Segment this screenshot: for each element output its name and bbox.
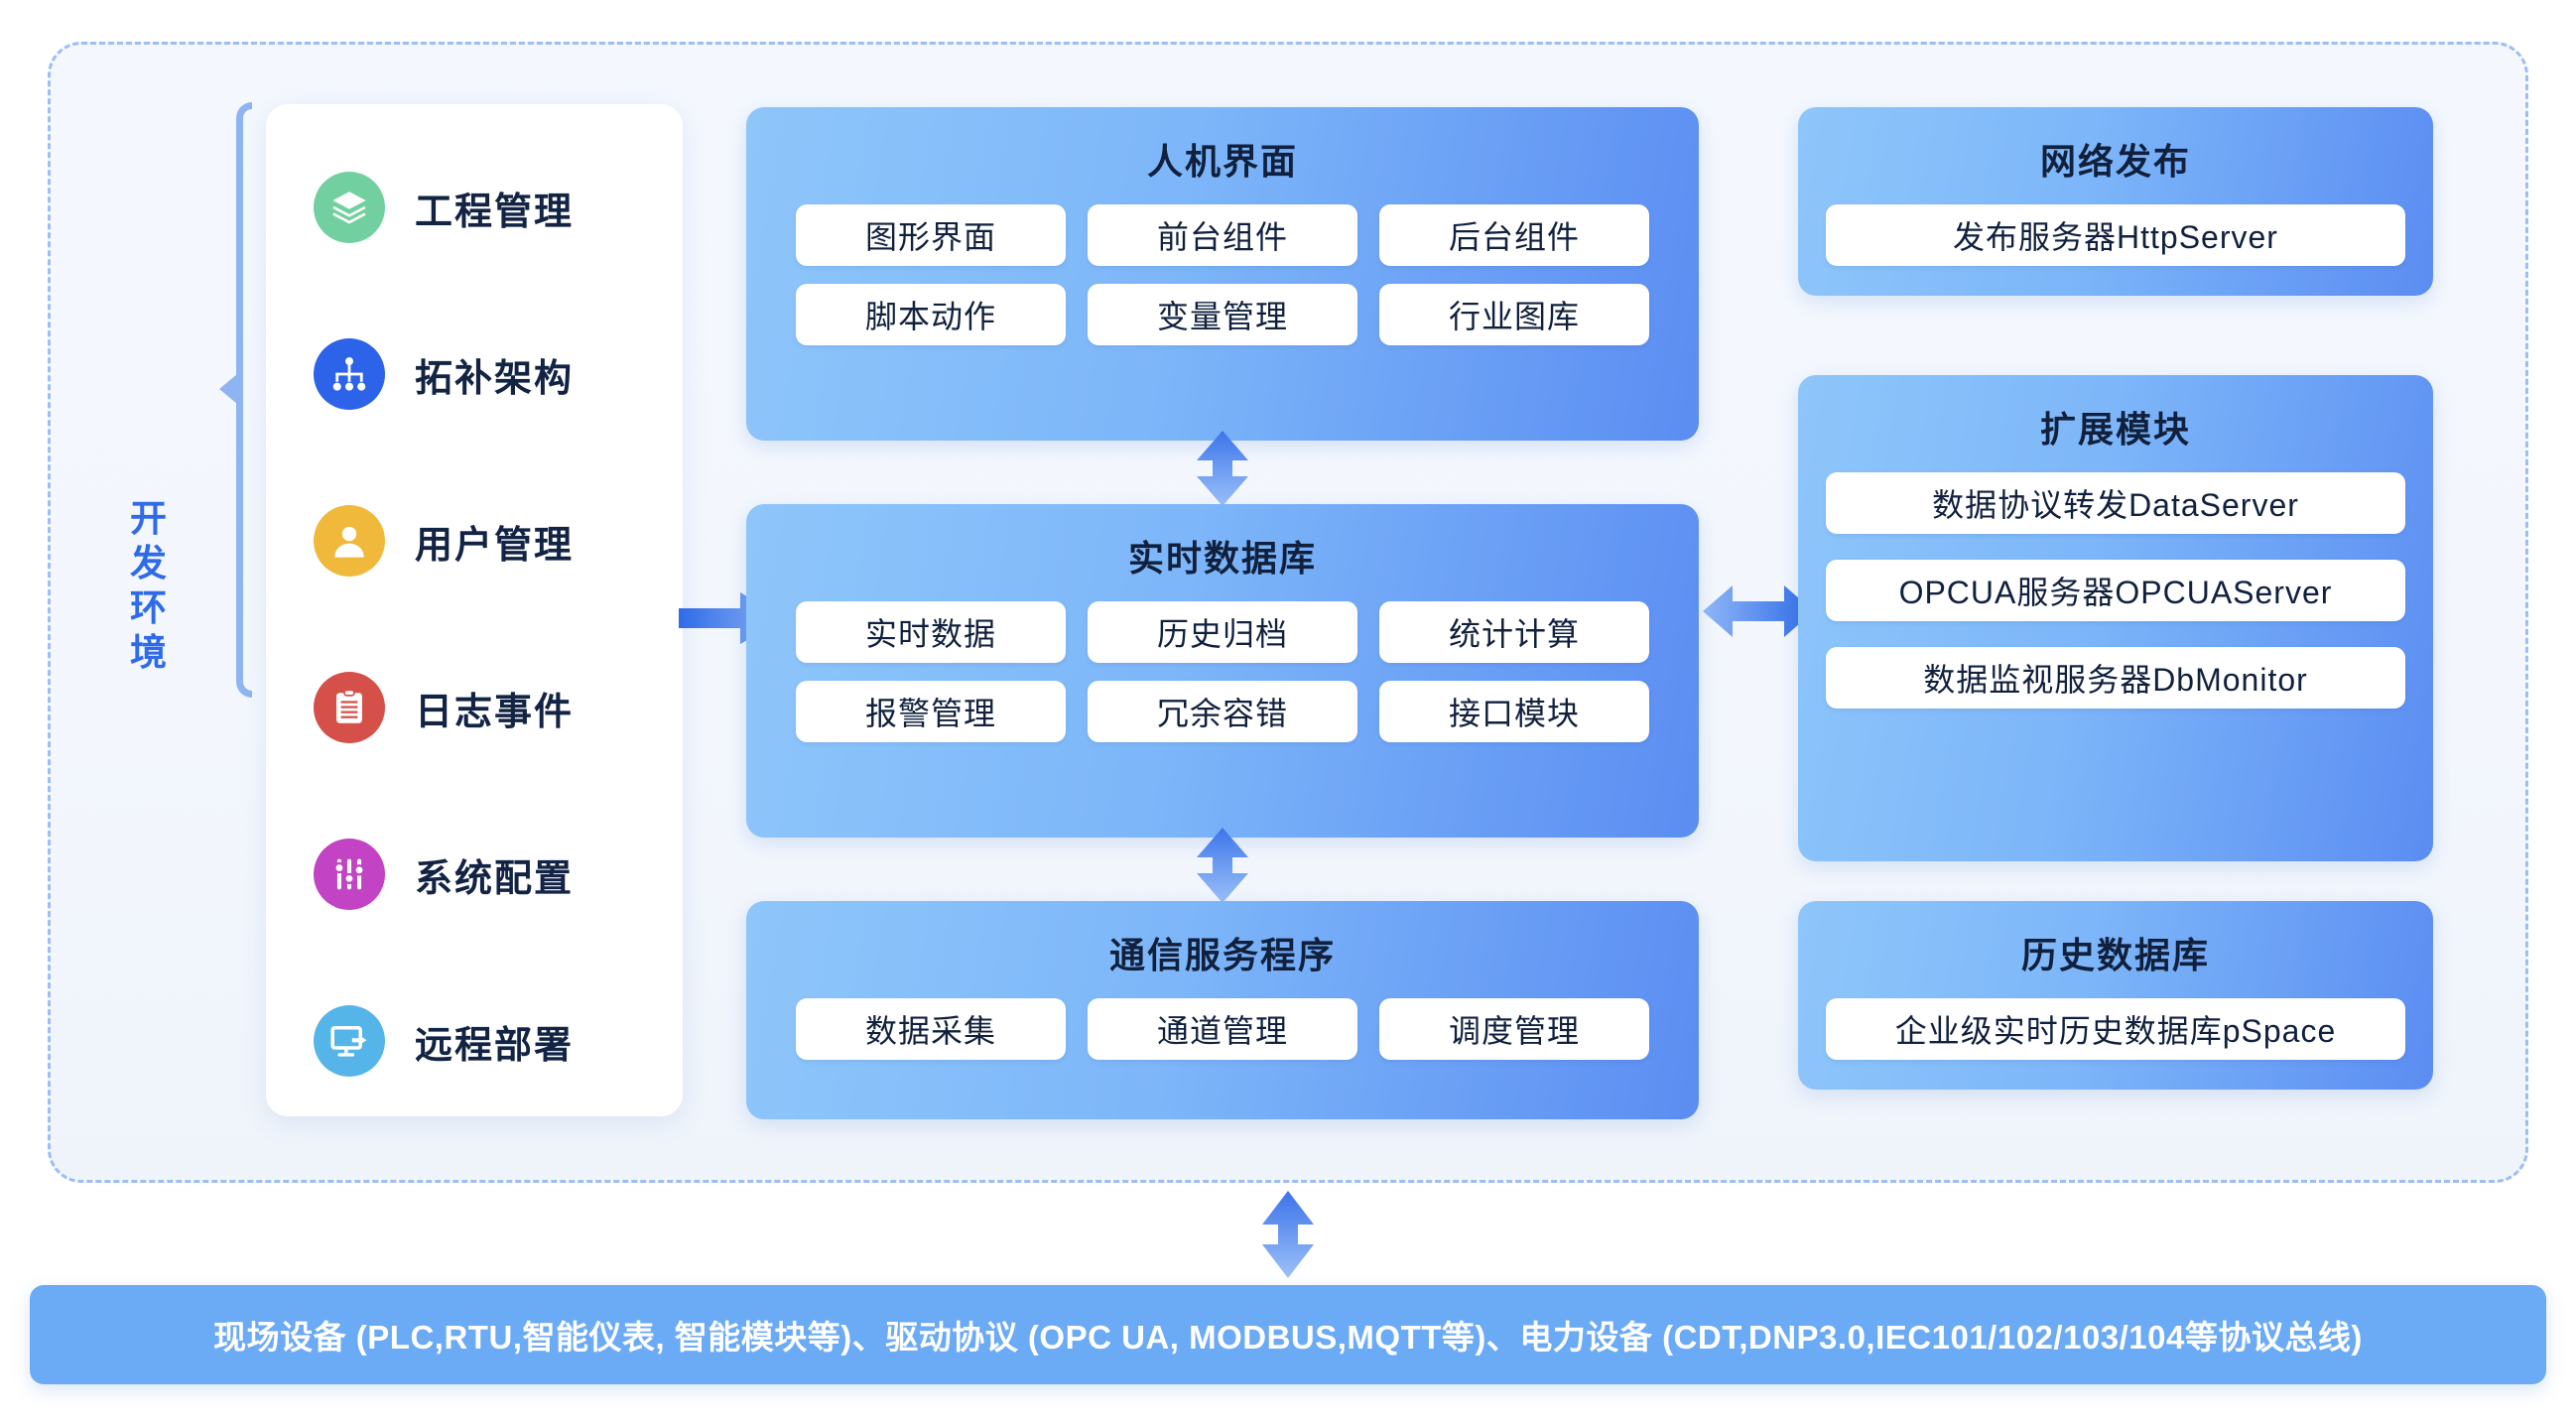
sidebar-item-label: 系统配置 <box>415 857 575 900</box>
chip-data-server[interactable]: 数据协议转发DataServer <box>1826 472 2405 534</box>
chip-grid: 数据采集 通道管理 调度管理 <box>746 998 1699 1086</box>
chip-script-action[interactable]: 脚本动作 <box>796 284 1066 345</box>
chip-graphic-ui[interactable]: 图形界面 <box>796 204 1066 266</box>
arrow-vertical-to-field-devices <box>1260 1191 1316 1278</box>
chip-frontend-comp[interactable]: 前台组件 <box>1088 204 1357 266</box>
field-devices-bar: 现场设备 (PLC,RTU,智能仪表, 智能模块等)、驱动协议 (OPC UA,… <box>30 1285 2546 1384</box>
chip-alarm-mgmt[interactable]: 报警管理 <box>796 681 1066 742</box>
panel-extension-modules: 扩展模块 数据协议转发DataServer OPCUA服务器OPCUAServe… <box>1798 375 2433 861</box>
bracket-spine <box>236 102 252 698</box>
dev-environment-bracket <box>219 102 252 698</box>
dev-environment-card: 工程管理 拓补架构 <box>266 104 683 1116</box>
chip-data-acquisition[interactable]: 数据采集 <box>796 998 1066 1060</box>
panel-web-publish: 网络发布 发布服务器HttpServer <box>1798 107 2433 296</box>
chip-grid: 发布服务器HttpServer <box>1798 204 2433 292</box>
arrow-vertical-realtimedb-comm <box>1195 828 1250 903</box>
sidebar-item-system-config[interactable]: 系统配置 <box>314 831 574 918</box>
chip-http-server[interactable]: 发布服务器HttpServer <box>1826 204 2405 266</box>
chip-redundancy[interactable]: 冗余容错 <box>1088 681 1357 742</box>
panel-hmi: 人机界面 图形界面 前台组件 后台组件 脚本动作 变量管理 行业图库 <box>746 107 1699 441</box>
sidebar-item-label: 远程部署 <box>415 1024 575 1067</box>
chip-interface-module[interactable]: 接口模块 <box>1379 681 1649 742</box>
chip-channel-mgmt[interactable]: 通道管理 <box>1088 998 1357 1060</box>
sidebar-item-remote-deployment[interactable]: 远程部署 <box>314 997 574 1085</box>
chip-industry-library[interactable]: 行业图库 <box>1379 284 1649 345</box>
chip-db-monitor[interactable]: 数据监视服务器DbMonitor <box>1826 647 2405 709</box>
chip-statistics-calc[interactable]: 统计计算 <box>1379 601 1649 663</box>
panel-title: 实时数据库 <box>1127 538 1317 579</box>
sidebar-item-label: 日志事件 <box>415 691 575 733</box>
dev-environment-label-char-1: 发 <box>130 543 168 584</box>
panel-title: 人机界面 <box>1146 141 1298 182</box>
chip-opcua-server[interactable]: OPCUA服务器OPCUAServer <box>1826 560 2405 621</box>
field-devices-text: 现场设备 (PLC,RTU,智能仪表, 智能模块等)、驱动协议 (OPC UA,… <box>213 1319 2363 1356</box>
chip-grid: 实时数据 历史归档 统计计算 报警管理 冗余容错 接口模块 <box>746 601 1699 768</box>
sliders-icon <box>314 839 385 910</box>
panel-title: 通信服务程序 <box>1108 935 1336 975</box>
arrow-vertical-hmi-realtimedb <box>1195 431 1250 506</box>
sidebar-item-log-events[interactable]: 日志事件 <box>314 664 574 751</box>
panel-title: 网络发布 <box>2039 141 2191 182</box>
sidebar-item-project-management[interactable]: 工程管理 <box>314 164 574 251</box>
panel-history-database: 历史数据库 企业级实时历史数据库pSpace <box>1798 901 2433 1090</box>
sidebar-item-label: 工程管理 <box>415 191 575 233</box>
sidebar-item-topology-architecture[interactable]: 拓补架构 <box>314 330 574 418</box>
panel-realtime-database: 实时数据库 实时数据 历史归档 统计计算 报警管理 冗余容错 接口模块 <box>746 504 1699 838</box>
sitemap-icon <box>314 338 385 410</box>
user-icon <box>314 505 385 577</box>
chip-grid: 数据协议转发DataServer OPCUA服务器OPCUAServer 数据监… <box>1798 472 2433 734</box>
dev-environment-label: 开 发 环 境 <box>123 496 175 676</box>
chip-backend-comp[interactable]: 后台组件 <box>1379 204 1649 266</box>
chip-grid: 企业级实时历史数据库pSpace <box>1798 998 2433 1086</box>
chip-schedule-mgmt[interactable]: 调度管理 <box>1379 998 1649 1060</box>
panel-title: 扩展模块 <box>2039 409 2191 450</box>
layers-icon <box>314 172 385 243</box>
clipboard-icon <box>314 672 385 743</box>
panel-communication-service: 通信服务程序 数据采集 通道管理 调度管理 <box>746 901 1699 1119</box>
chip-history-archive[interactable]: 历史归档 <box>1088 601 1357 663</box>
chip-pspace[interactable]: 企业级实时历史数据库pSpace <box>1826 998 2405 1060</box>
remote-screen-icon <box>314 1005 385 1077</box>
chip-realtime-data[interactable]: 实时数据 <box>796 601 1066 663</box>
sidebar-item-label: 拓补架构 <box>415 357 575 400</box>
bracket-pointer <box>219 374 237 404</box>
panel-title: 历史数据库 <box>2020 935 2210 975</box>
chip-grid: 图形界面 前台组件 后台组件 脚本动作 变量管理 行业图库 <box>746 204 1699 371</box>
sidebar-item-user-management[interactable]: 用户管理 <box>314 497 574 584</box>
dev-environment-label-char-2: 环 <box>130 587 168 629</box>
arrow-horizontal-realtimedb-extension <box>1703 583 1814 639</box>
dev-environment-label-char-0: 开 <box>130 498 168 539</box>
dev-environment-label-char-3: 境 <box>130 632 168 674</box>
sidebar-item-label: 用户管理 <box>415 524 575 567</box>
chip-variable-mgmt[interactable]: 变量管理 <box>1088 284 1357 345</box>
